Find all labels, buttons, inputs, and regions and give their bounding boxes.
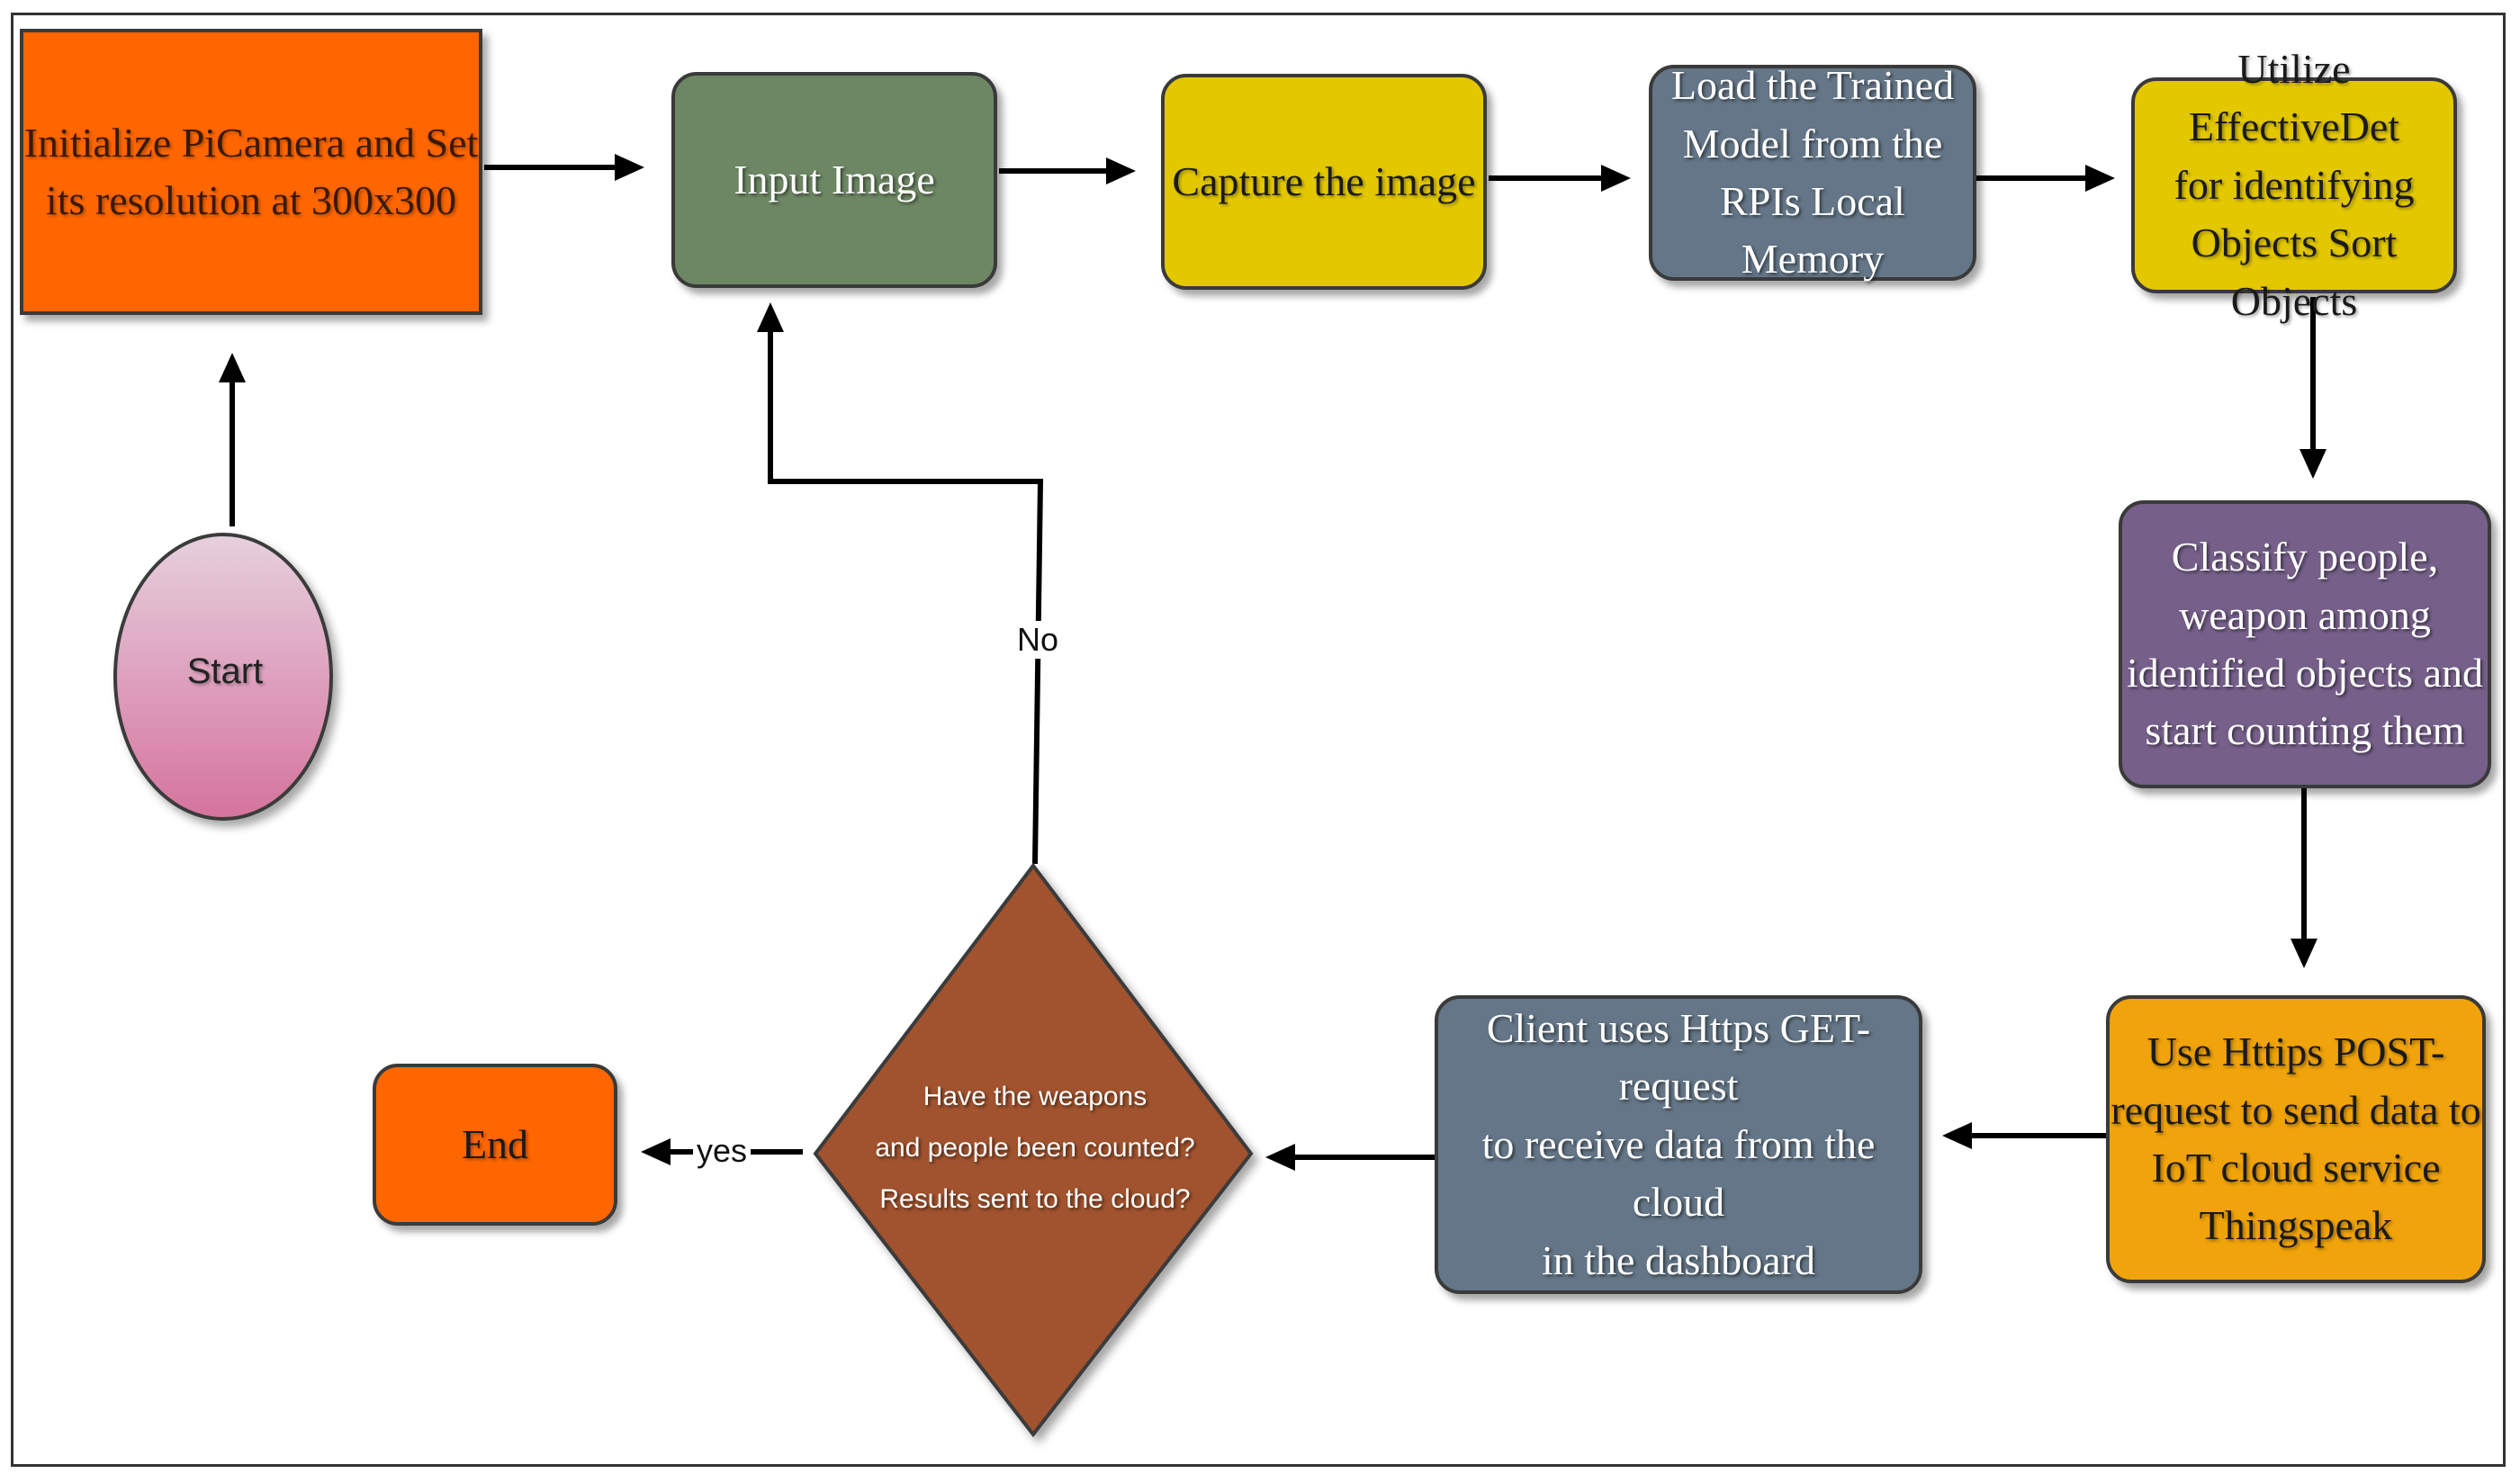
client-get-node: Client uses Https GET-request to receive… bbox=[1435, 995, 1922, 1294]
arrowhead-utilize bbox=[2085, 165, 2115, 192]
load-model-node: Load the Trained Model from the RPIs Loc… bbox=[1649, 62, 1976, 282]
input-image-node: Input Image bbox=[671, 72, 997, 288]
arrowhead-classify bbox=[2300, 449, 2326, 479]
yes-edge-label: yes bbox=[693, 1132, 752, 1170]
end-node: End bbox=[373, 1064, 617, 1226]
arrowhead-load bbox=[1601, 165, 1631, 192]
no-edge-label: No bbox=[1013, 621, 1063, 659]
classify-node: Classify people, weapon among identified… bbox=[2119, 500, 2491, 788]
arrowhead-capture bbox=[1106, 157, 1136, 184]
connectors bbox=[230, 165, 2316, 1160]
post-request-node: Use Httips POST- request to send data to… bbox=[2106, 995, 2486, 1283]
capture-image-node: Capture the image bbox=[1161, 74, 1487, 290]
arrowhead-init bbox=[219, 353, 246, 382]
init-node: Initialize PiCamera and Set its resoluti… bbox=[20, 29, 482, 315]
arrowhead-post bbox=[2290, 939, 2318, 968]
decision-node bbox=[813, 862, 1254, 1438]
arrow-decision-no-to-input bbox=[768, 331, 1044, 865]
start-node bbox=[113, 533, 333, 821]
arrowhead-end bbox=[641, 1138, 670, 1165]
arrowhead-no-to-input bbox=[757, 302, 784, 332]
arrowhead-decision bbox=[1265, 1144, 1295, 1171]
utilize-effectivedet-node: Utilize EffectiveDet for identifying Obj… bbox=[2131, 46, 2457, 324]
decision-label: Have the weapons and people been counted… bbox=[875, 1082, 1195, 1214]
arrowhead-client bbox=[1942, 1122, 1972, 1149]
start-label: Start bbox=[186, 652, 264, 691]
arrow-heads bbox=[219, 154, 2326, 1171]
arrowhead-input bbox=[615, 154, 644, 181]
